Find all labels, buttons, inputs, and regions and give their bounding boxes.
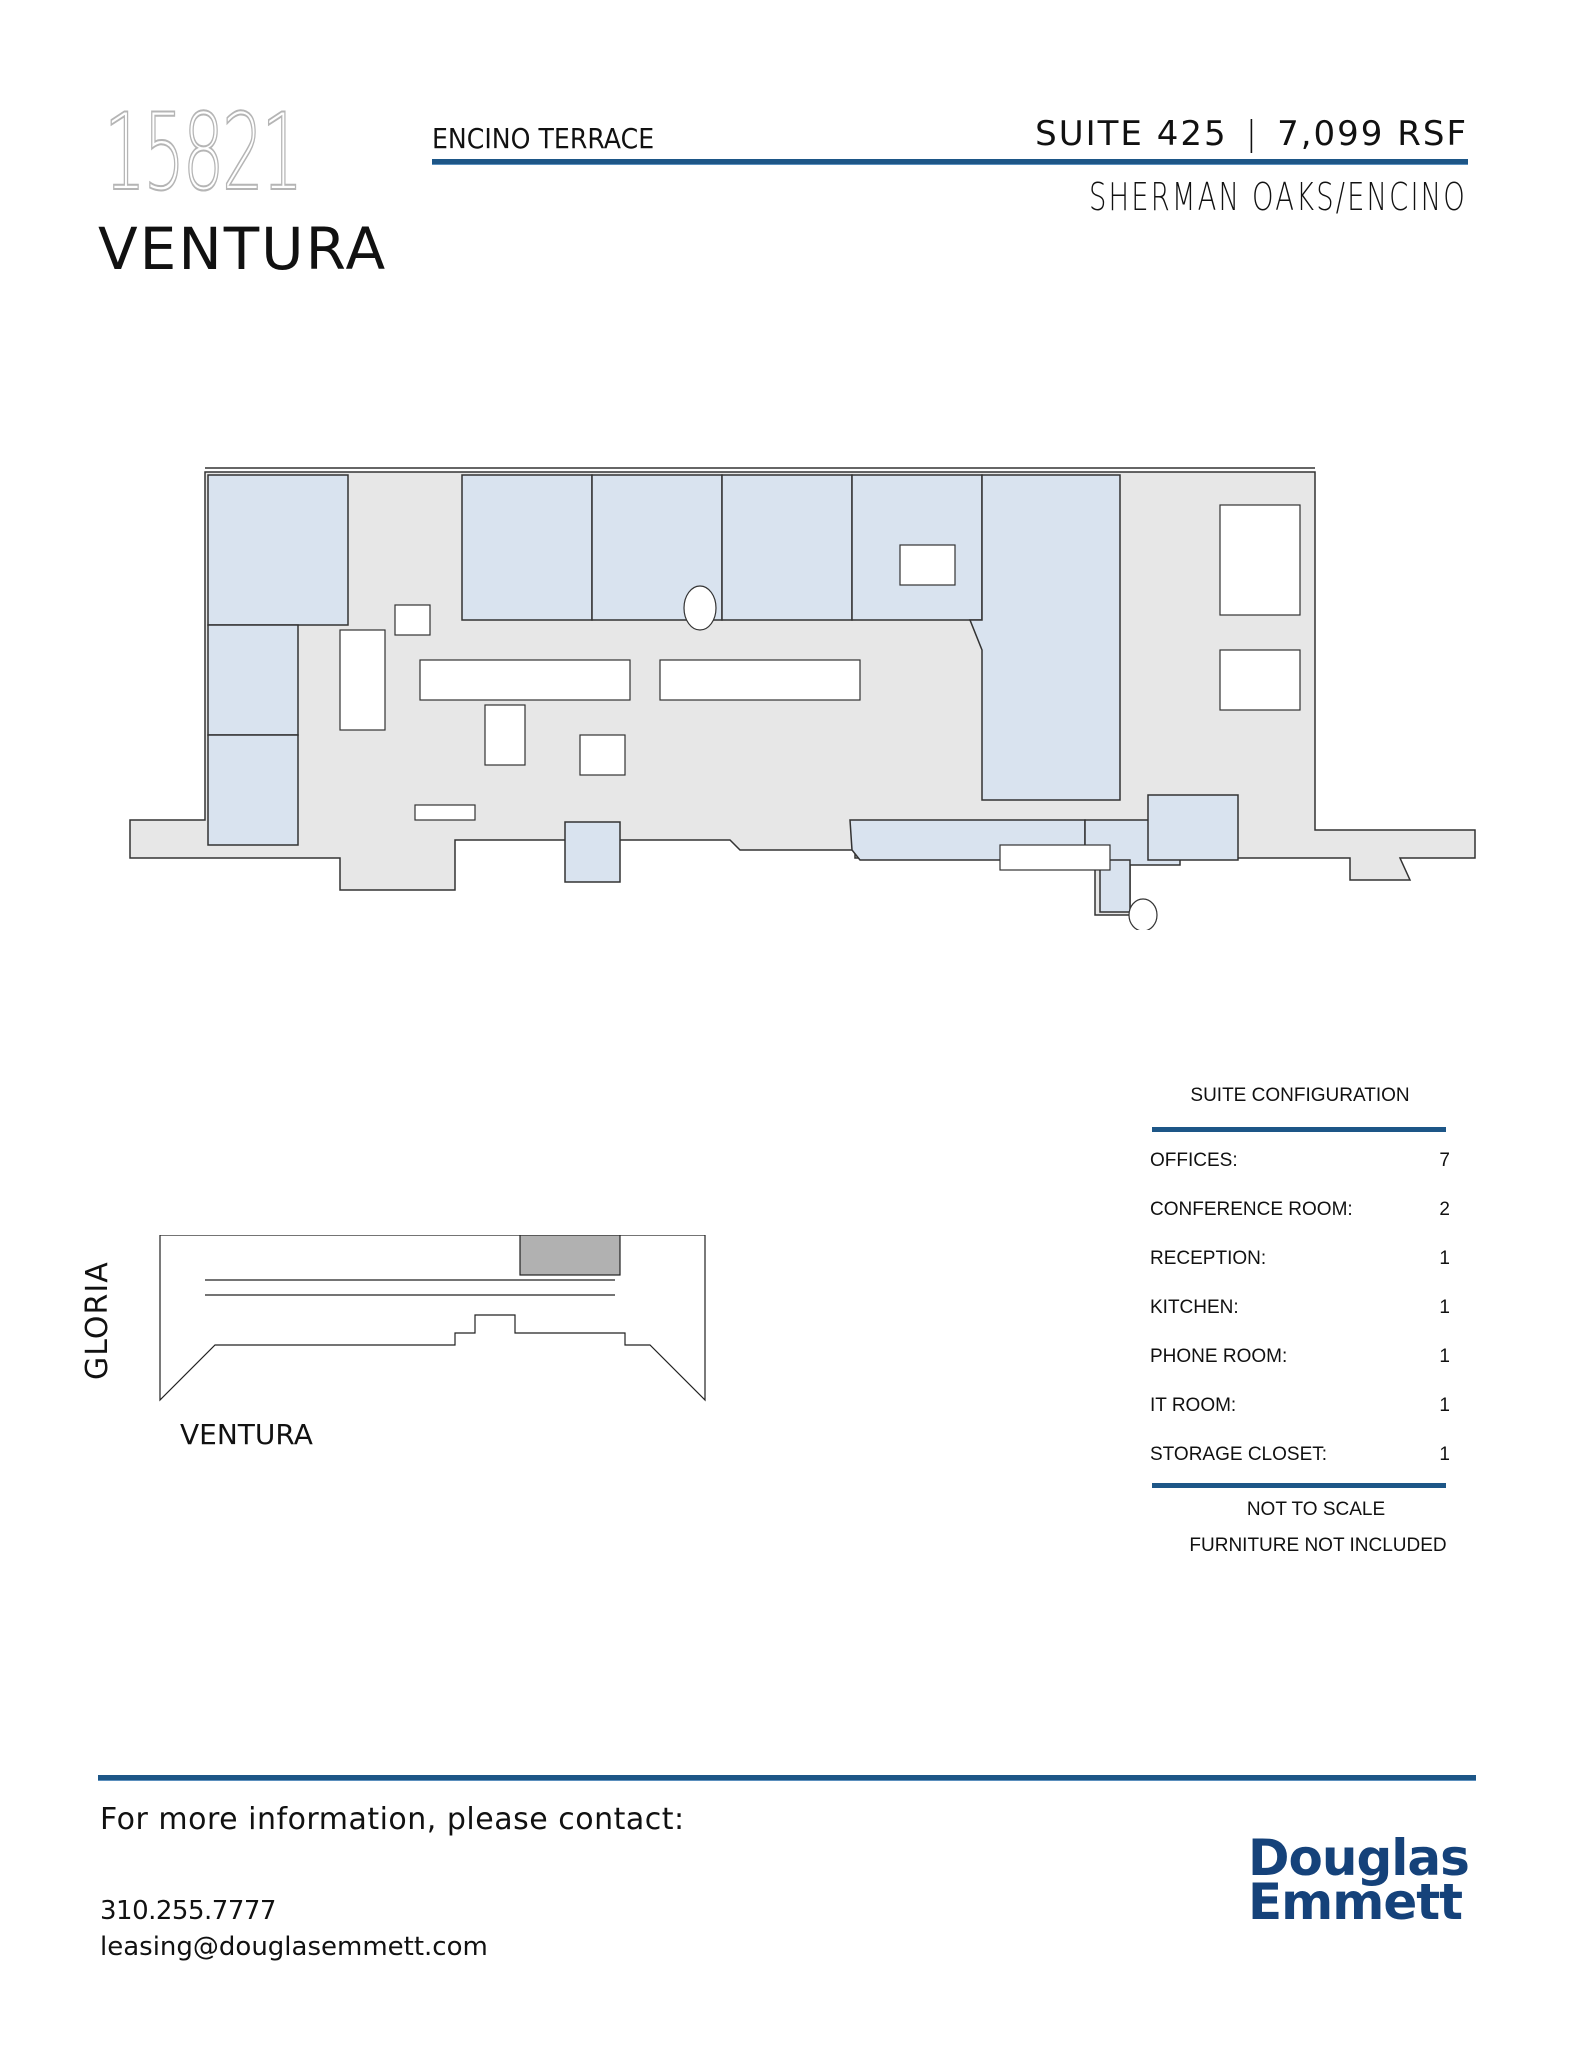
note-not-to-scale: NOT TO SCALE xyxy=(1246,1499,1386,1520)
suite-separator: | xyxy=(1245,114,1260,154)
config-value: 7 xyxy=(1439,1150,1450,1171)
config-bottom-divider xyxy=(1152,1483,1446,1488)
submarket: SHERMAN OAKS/ENCINO xyxy=(1089,175,1467,219)
config-row: RECEPTION: 1 xyxy=(1150,1248,1450,1297)
config-notes: NOT TO SCALE FURNITURE NOT INCLUDED xyxy=(1150,1492,1450,1564)
config-row: STORAGE CLOSET: 1 xyxy=(1150,1444,1450,1493)
config-value: 1 xyxy=(1439,1395,1450,1416)
config-label: RECEPTION: xyxy=(1150,1248,1267,1269)
config-label: CONFERENCE ROOM: xyxy=(1150,1199,1353,1220)
complex-name: ENCINO TERRACE xyxy=(432,122,655,155)
logo-line-2: Emmett xyxy=(1248,1873,1463,1931)
key-plan xyxy=(159,1235,706,1402)
douglas-emmett-logo: Douglas Emmett xyxy=(1248,1829,1470,1931)
suite-area: 7,099 RSF xyxy=(1277,114,1468,154)
logo-line-1: Douglas xyxy=(1248,1829,1470,1887)
contact-phone[interactable]: 310.255.7777 xyxy=(100,1896,276,1926)
config-top-divider xyxy=(1152,1127,1446,1132)
config-label: IT ROOM: xyxy=(1150,1395,1237,1416)
street-name: VENTURA xyxy=(98,215,388,283)
config-label: PHONE ROOM: xyxy=(1150,1346,1288,1367)
header-divider xyxy=(432,159,1468,165)
config-row: IT ROOM: 1 xyxy=(1150,1395,1450,1444)
street-label-gloria: GLORIA xyxy=(80,1261,115,1380)
config-title: SUITE CONFIGURATION xyxy=(1190,1085,1410,1106)
config-row: PHONE ROOM: 1 xyxy=(1150,1346,1450,1395)
config-label: KITCHEN: xyxy=(1150,1297,1239,1318)
note-furniture: FURNITURE NOT INCLUDED xyxy=(1189,1535,1447,1556)
suite-info: SUITE 425 | 7,099 RSF xyxy=(1035,114,1468,154)
street-label-ventura: VENTURA xyxy=(180,1418,313,1451)
contact-email[interactable]: leasing@douglasemmett.com xyxy=(100,1932,488,1962)
config-value: 1 xyxy=(1439,1248,1450,1269)
config-row: OFFICES: 7 xyxy=(1150,1150,1450,1199)
building-number: 15821 xyxy=(103,99,303,207)
config-label: STORAGE CLOSET: xyxy=(1150,1444,1328,1465)
config-value: 1 xyxy=(1439,1346,1450,1367)
floor-plan xyxy=(129,467,1476,930)
config-row: CONFERENCE ROOM: 2 xyxy=(1150,1199,1450,1248)
config-value: 2 xyxy=(1439,1199,1450,1220)
config-label: OFFICES: xyxy=(1150,1150,1238,1171)
contact-heading: For more information, please contact: xyxy=(100,1802,685,1837)
building-number-text: 15821 xyxy=(103,91,303,214)
suite-configuration: SUITE CONFIGURATION OFFICES: 7 CONFERENCE… xyxy=(1150,1085,1450,1564)
footer-divider xyxy=(98,1775,1476,1781)
config-value: 1 xyxy=(1439,1297,1450,1318)
config-value: 1 xyxy=(1439,1444,1450,1465)
config-row: KITCHEN: 1 xyxy=(1150,1297,1450,1346)
suite-number: SUITE 425 xyxy=(1035,114,1228,154)
